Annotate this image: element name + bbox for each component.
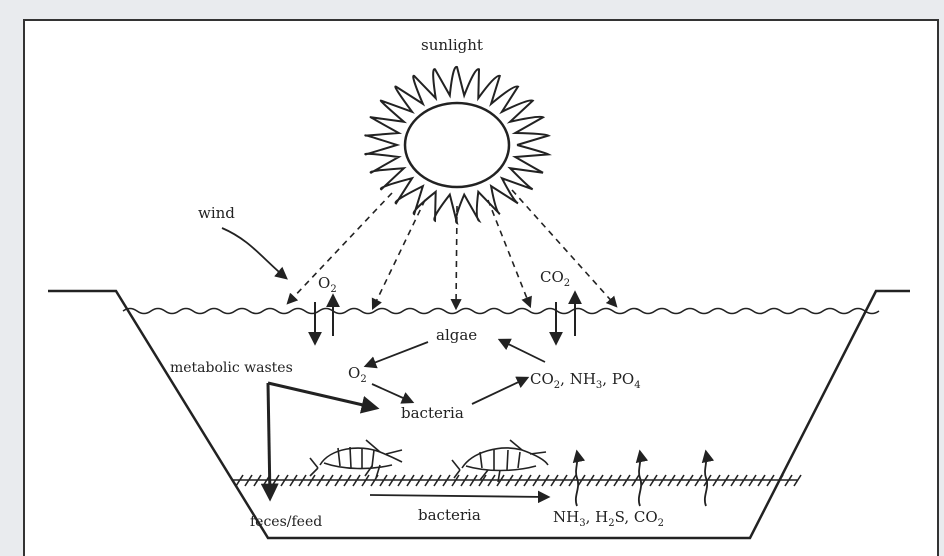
label-sunlight: sunlight [421,36,483,54]
label-nutrients: CO2, NH3, PO4 [530,370,641,391]
label-bacteria-bottom: bacteria [418,506,481,524]
label-metabolic-wastes: metabolic wastes [170,360,293,376]
label-feces-feed: feces/feed [250,514,322,530]
label-wind: wind [198,204,235,222]
label-algae: algae [436,326,477,344]
label-bacteria-mid: bacteria [401,404,464,422]
